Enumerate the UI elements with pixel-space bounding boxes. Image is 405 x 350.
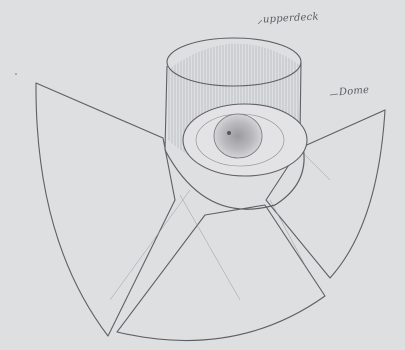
left-segment <box>36 83 175 336</box>
bottom-segment <box>117 205 325 341</box>
dome <box>214 114 262 158</box>
